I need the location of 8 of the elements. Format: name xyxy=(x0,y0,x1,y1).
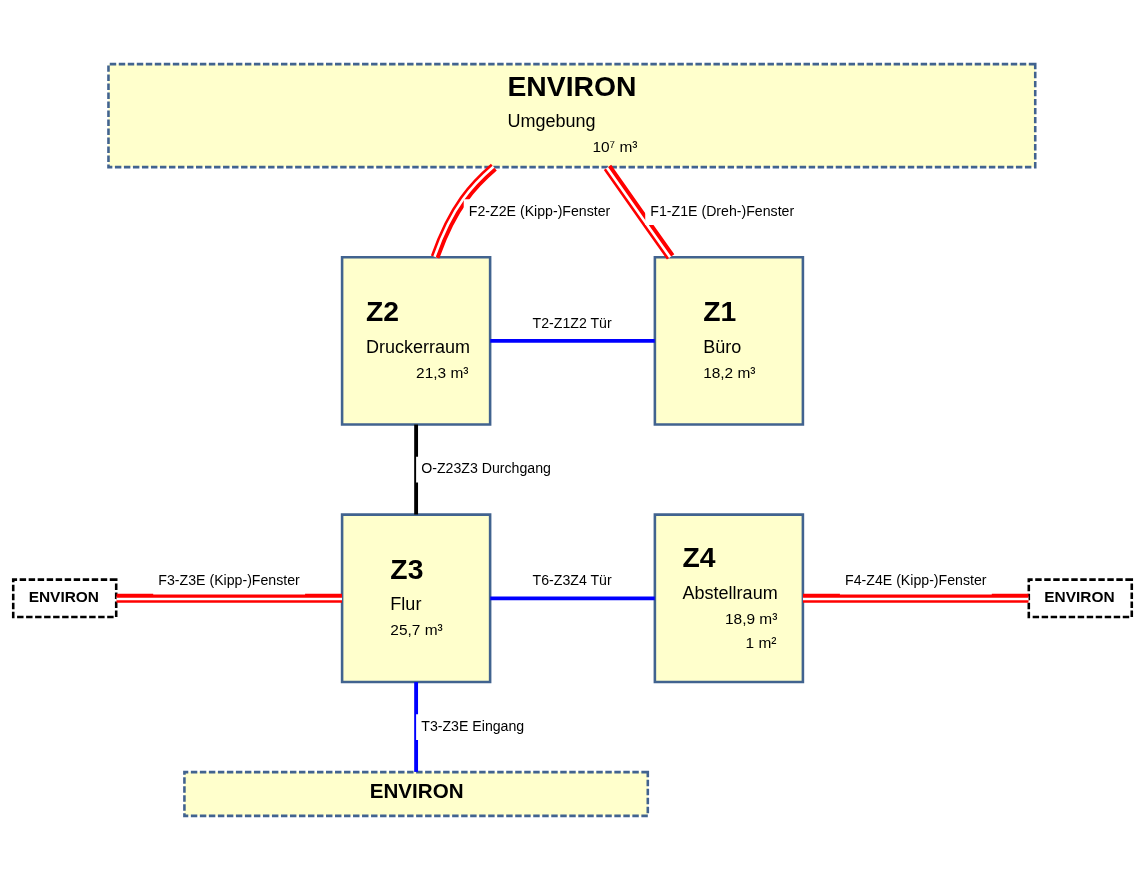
edge-label: O-Z23Z3 Durchgang xyxy=(421,459,551,476)
edge-label: F3-Z3E (Kipp-)Fenster xyxy=(158,571,300,588)
edge-label: T2-Z1Z2 Tür xyxy=(532,314,612,331)
edge-label: T3-Z3E Eingang xyxy=(421,717,525,734)
edge-label: F1-Z1E (Dreh-)Fenster xyxy=(650,202,795,219)
edge-label: T6-Z3Z4 Tür xyxy=(532,571,612,588)
edge-label: F4-Z4E (Kipp-)Fenster xyxy=(845,571,987,588)
edge-label: F2-Z2E (Kipp-)Fenster xyxy=(468,202,611,219)
